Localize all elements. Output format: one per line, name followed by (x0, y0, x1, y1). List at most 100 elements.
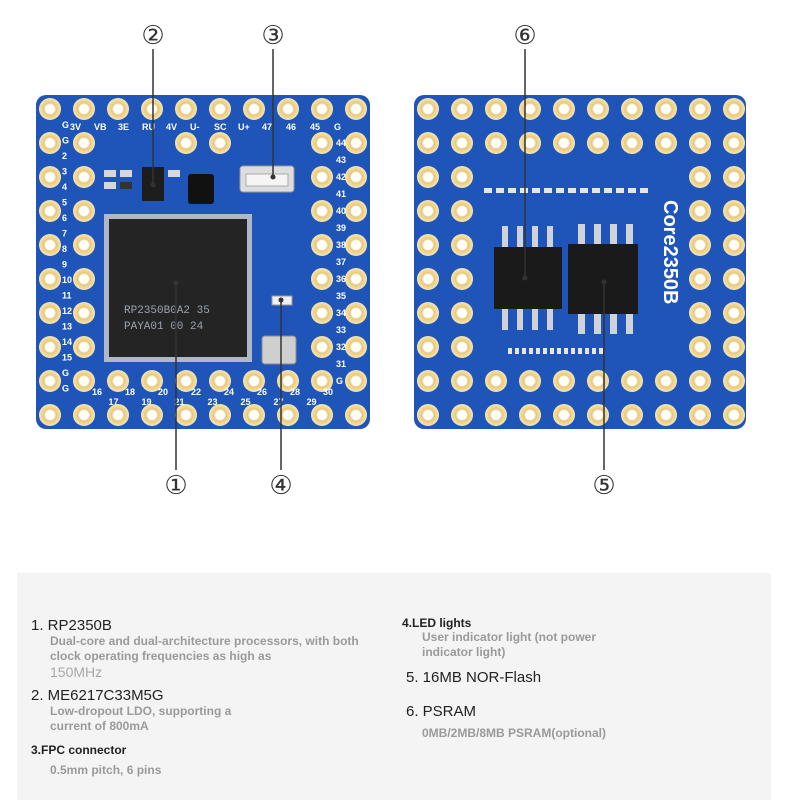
solder-pad (39, 200, 61, 222)
psram-chip (494, 247, 562, 309)
smd-component (168, 170, 180, 177)
solder-pad (345, 302, 367, 324)
solder-pad (621, 404, 643, 426)
solder-pad (345, 200, 367, 222)
smd-component (616, 188, 624, 193)
silk-label-left: 11 (62, 291, 72, 301)
solder-pad (39, 302, 61, 324)
solder-pad (519, 404, 541, 426)
solder-pad (723, 404, 745, 426)
solder-pad (689, 234, 711, 256)
chip-lead (517, 308, 523, 330)
solder-pad (417, 98, 439, 120)
silk-label-bottom: 23 (208, 397, 218, 407)
silk-label-left: 2 (62, 151, 67, 161)
silk-label-left: 13 (62, 322, 72, 332)
solder-pad (73, 370, 95, 392)
solder-pad (311, 268, 333, 290)
legend-item-title: 6. PSRAM (406, 703, 477, 720)
solder-pad (689, 302, 711, 324)
solder-pad (621, 98, 643, 120)
silk-label-left: G (62, 120, 69, 130)
solder-pad (587, 132, 609, 154)
solder-pad (587, 370, 609, 392)
callout-badges: ① ② ③ ④ ⑤ ⑥ (141, 21, 615, 501)
smd-component (599, 348, 603, 354)
legend-item-desc: Dual-core and dual-architecture processo… (50, 634, 359, 663)
silk-label-top: 4V (166, 122, 177, 132)
solder-pad (723, 234, 745, 256)
solder-pad (345, 132, 367, 154)
board-back: Core2350B (414, 95, 746, 429)
psram-chip-group (494, 226, 562, 330)
smd-component (104, 170, 116, 177)
legend-item-title: 5. 16MB NOR-Flash (406, 669, 542, 686)
solder-pad (175, 132, 197, 154)
solder-pad (73, 98, 95, 120)
solder-pad (243, 370, 265, 392)
solder-pad (723, 166, 745, 188)
silk-label-left: 5 (62, 198, 67, 208)
solder-pad (345, 234, 367, 256)
chip-lead (626, 224, 633, 246)
callout-dots (150, 174, 607, 303)
solder-pad (243, 404, 265, 426)
legend-panel: 1. RP2350B Dual-core and dual-architectu… (17, 573, 771, 800)
smd-component (532, 188, 540, 193)
silk-label-right: 43 (336, 155, 346, 165)
legend-item-title: 2. ME6217C33M5G (31, 687, 164, 704)
callout-3: ③ (261, 21, 284, 51)
legend-item-title: 3.FPC connector (31, 743, 127, 757)
smd-component (104, 182, 116, 189)
smd-component (592, 348, 596, 354)
solder-pad (689, 268, 711, 290)
callout-6: ⑥ (513, 21, 536, 51)
silk-label-left: 7 (62, 229, 67, 239)
silk-label-bottom: 27 (274, 397, 284, 407)
silk-label-bottom: 28 (290, 387, 300, 397)
silk-label-left: G (62, 368, 69, 378)
solder-pad (417, 132, 439, 154)
callout-1: ① (164, 471, 187, 501)
smd-component (568, 188, 576, 193)
legend-item-desc: Low-dropout LDO, supporting a current of… (50, 704, 232, 733)
solder-pad (39, 166, 61, 188)
solder-pad (175, 404, 197, 426)
solder-pad (417, 234, 439, 256)
small-component (188, 174, 214, 204)
smd-component (520, 188, 528, 193)
smd-component (640, 188, 648, 193)
solder-pad (175, 98, 197, 120)
silk-label-right: 40 (336, 206, 346, 216)
solder-pad (519, 98, 541, 120)
solder-pad (209, 404, 231, 426)
solder-pad (73, 132, 95, 154)
legend-item-extra: 150MHz (50, 664, 103, 680)
solder-pad (39, 404, 61, 426)
legend-item-desc: User indicator light (not power indicato… (422, 630, 597, 659)
silk-label-top: 3E (118, 122, 129, 132)
solder-pad (73, 404, 95, 426)
solder-pad (141, 98, 163, 120)
silk-label-top: RU (142, 122, 155, 132)
solder-pad (689, 132, 711, 154)
smd-component (580, 188, 588, 193)
legend-item-desc: 0MB/2MB/8MB PSRAM(optional) (422, 726, 606, 740)
solder-pad (311, 200, 333, 222)
silk-label-bottom: 19 (142, 397, 152, 407)
back-smd-row (484, 188, 648, 354)
legend-item-2: 2. ME6217C33M5G Low-dropout LDO, support… (31, 687, 331, 734)
silk-label-right: 32 (336, 342, 346, 352)
solder-pad (451, 200, 473, 222)
solder-pad (587, 98, 609, 120)
solder-pad (689, 370, 711, 392)
solder-pad (107, 98, 129, 120)
silk-label-right: 39 (336, 223, 346, 233)
solder-pad (451, 132, 473, 154)
smd-component (508, 188, 516, 193)
solder-pad (655, 98, 677, 120)
legend-item-6: 6. PSRAM 0MB/2MB/8MB PSRAM(optional) (406, 703, 706, 741)
